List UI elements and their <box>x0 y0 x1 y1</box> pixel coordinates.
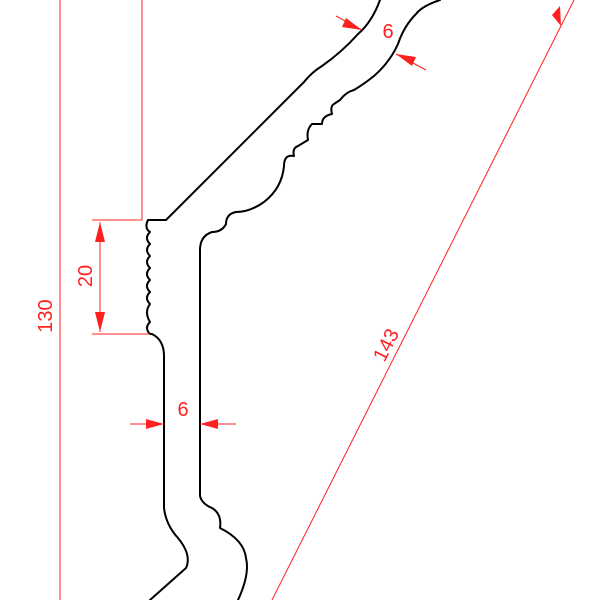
dimension-groove-height: 20 <box>75 219 150 335</box>
dimension-wall-thickness-vertical: 6 <box>130 399 236 429</box>
label-wall-thickness-top: 6 <box>382 21 393 43</box>
profile-outer-edge <box>145 0 381 600</box>
label-groove-height: 20 <box>75 265 97 287</box>
label-total-height: 130 <box>35 299 57 332</box>
dimension-total-height: 130 <box>35 0 143 600</box>
arrow-groove-bottom <box>95 312 105 332</box>
arrow-wall-left <box>146 419 164 429</box>
label-diagonal-length: 143 <box>369 325 404 365</box>
dimension-diagonal-length: 143 <box>271 0 575 600</box>
arrow-top-b <box>396 54 416 66</box>
arrow-top-a <box>342 18 362 30</box>
dimension-line-diagonal <box>271 0 575 600</box>
arrow-diagonal <box>552 6 561 26</box>
arrow-groove-top <box>95 222 105 242</box>
profile-inner-edge <box>199 0 441 600</box>
arrow-wall-right <box>200 419 218 429</box>
dimension-wall-thickness-top: 6 <box>335 15 427 71</box>
label-wall-thickness-vertical: 6 <box>177 399 188 421</box>
